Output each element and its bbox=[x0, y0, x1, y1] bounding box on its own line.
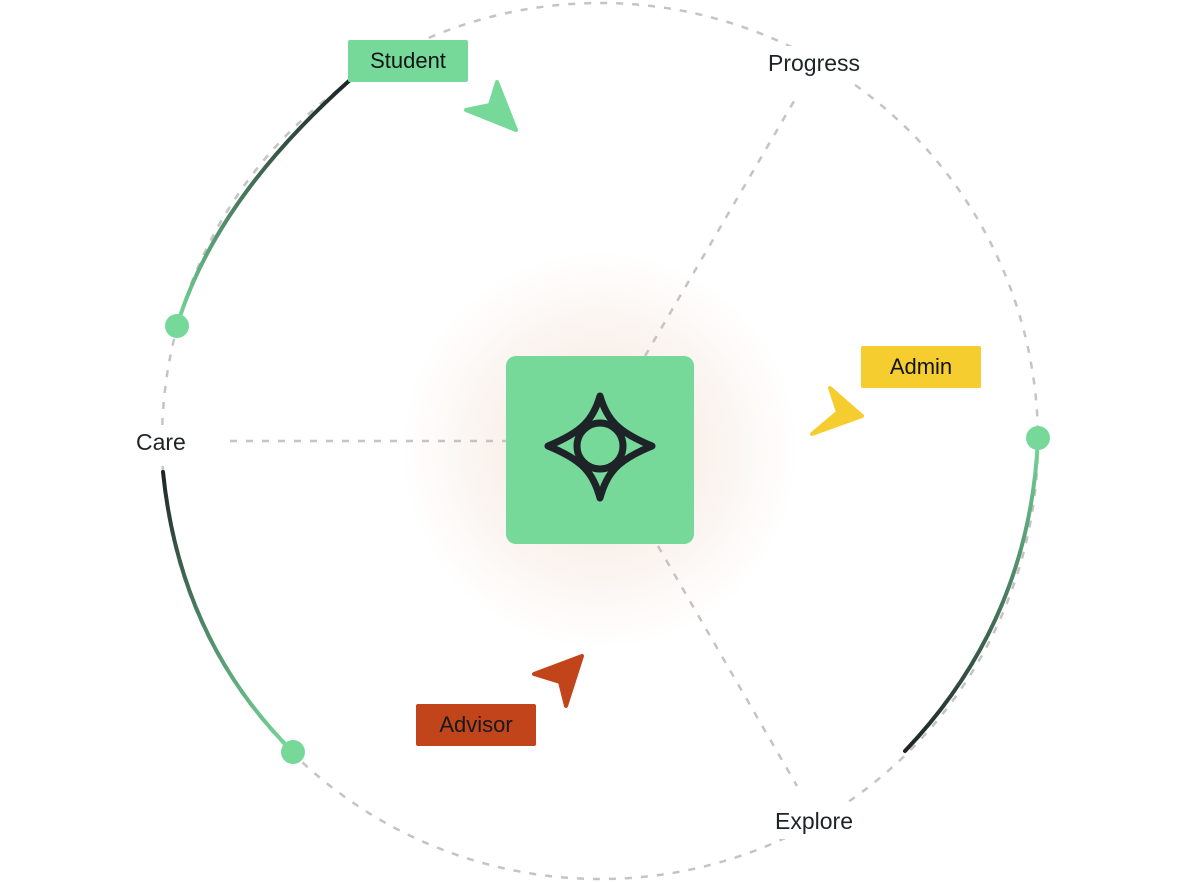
stage-label-progress: Progress bbox=[758, 46, 871, 81]
student-cursor-icon bbox=[464, 80, 518, 132]
four-point-star-logo-icon bbox=[544, 392, 656, 502]
spoke-progress bbox=[643, 95, 799, 357]
spoke-explore bbox=[656, 545, 799, 787]
admin-cursor-icon bbox=[810, 386, 864, 436]
arc-dot-left-bottom bbox=[281, 740, 305, 764]
role-tag-admin: Admin bbox=[861, 346, 981, 388]
center-logo-tile bbox=[506, 356, 694, 544]
arc-student-segment bbox=[175, 78, 352, 328]
advisor-cursor-icon bbox=[532, 654, 584, 708]
stage-label-care: Care bbox=[126, 425, 196, 460]
role-tag-advisor: Advisor bbox=[416, 704, 536, 746]
arc-dot-left-top bbox=[165, 314, 189, 338]
stage-label-explore: Explore bbox=[765, 804, 863, 839]
role-tag-student: Student bbox=[348, 40, 468, 82]
arc-admin-segment bbox=[903, 436, 1040, 753]
arc-dot-right bbox=[1026, 426, 1050, 450]
arc-care-segment bbox=[161, 470, 295, 754]
